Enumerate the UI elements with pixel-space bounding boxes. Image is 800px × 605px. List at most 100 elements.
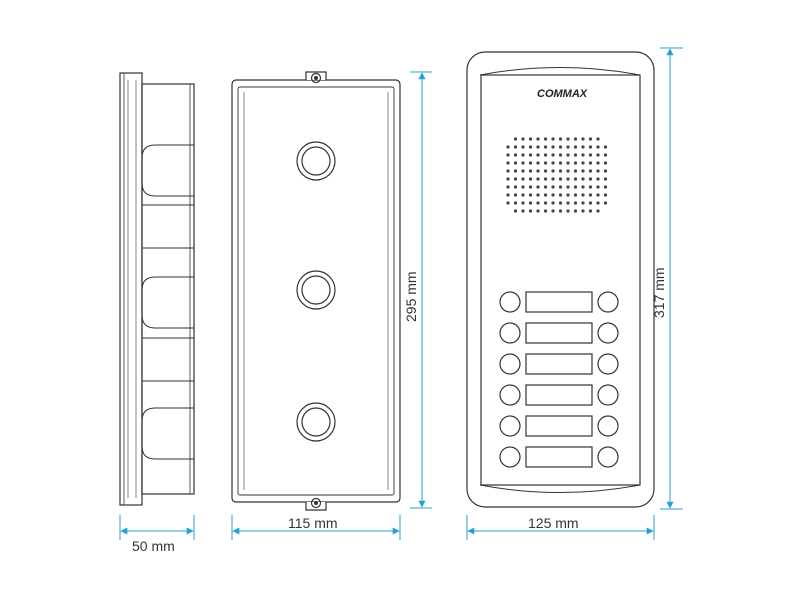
grille-hole: [513, 193, 518, 197]
grille-hole: [558, 193, 563, 197]
grille-hole: [536, 193, 540, 197]
grille-hole: [558, 153, 563, 157]
grille-hole: [513, 209, 518, 213]
grille-hole: [513, 153, 518, 157]
call-button-right: [597, 353, 619, 375]
grille-hole: [573, 161, 578, 165]
grille-hole: [581, 153, 585, 157]
grille-hole: [513, 145, 518, 149]
call-button-right: [597, 291, 619, 313]
side-view: [119, 72, 195, 506]
grille-hole: [551, 209, 555, 213]
grille-hole: [536, 161, 540, 165]
grille-hole: [566, 145, 570, 149]
grille-hole: [573, 193, 578, 197]
call-button-right: [597, 446, 619, 468]
panel-outer: [466, 51, 655, 508]
grille-hole: [558, 209, 563, 213]
grille-hole: [588, 137, 593, 141]
grille-hole: [521, 209, 525, 213]
name-plate: [525, 353, 593, 375]
grille-hole: [588, 177, 593, 181]
grille-hole: [543, 193, 548, 197]
grille-hole: [596, 153, 600, 157]
name-plate: [525, 446, 593, 468]
grille-hole: [513, 201, 518, 205]
speaker-grille: [506, 137, 608, 213]
call-button-left: [499, 322, 521, 344]
panel-height-label: 317 mm: [651, 267, 667, 318]
grille-hole: [588, 153, 593, 157]
name-plate: [525, 415, 593, 437]
grille-hole: [528, 161, 533, 165]
back-box-outer: [231, 79, 401, 503]
front-panel-view: [466, 51, 655, 508]
grille-hole: [588, 169, 593, 173]
grille-hole: [573, 185, 578, 189]
grille-hole: [588, 161, 593, 165]
grille-hole: [521, 201, 525, 205]
back-box-inner: [237, 86, 395, 496]
grille-hole: [566, 177, 570, 181]
grille-hole: [513, 185, 518, 189]
grille-hole: [596, 201, 600, 205]
grille-hole: [521, 145, 525, 149]
grille-hole: [603, 145, 608, 149]
grille-hole: [543, 201, 548, 205]
grille-hole: [513, 169, 518, 173]
grille-hole: [551, 201, 555, 205]
grille-hole: [558, 177, 563, 181]
grille-hole: [536, 145, 540, 149]
name-plate: [525, 384, 593, 406]
grille-hole: [581, 137, 585, 141]
name-plate: [525, 322, 593, 344]
grille-hole: [588, 193, 593, 197]
grille-hole: [551, 153, 555, 157]
grille-hole: [551, 177, 555, 181]
grille-hole: [558, 185, 563, 189]
grille-hole: [581, 209, 585, 213]
grille-hole: [596, 145, 600, 149]
grille-hole: [581, 177, 585, 181]
dimension-lines: [119, 47, 683, 540]
box-height-label: 295 mm: [403, 271, 419, 322]
call-button-left: [499, 291, 521, 313]
grille-hole: [506, 185, 510, 189]
grille-hole: [603, 185, 608, 189]
call-button-right: [597, 415, 619, 437]
back-box-bottom-tab: [305, 497, 327, 511]
brand-logo: COMMAX: [537, 88, 588, 100]
grille-hole: [558, 169, 563, 173]
call-button-right: [597, 384, 619, 406]
grille-hole: [573, 177, 578, 181]
back-box-view: [231, 71, 401, 511]
grille-hole: [543, 145, 548, 149]
grille-hole: [566, 201, 570, 205]
grille-hole: [536, 177, 540, 181]
grille-hole: [566, 185, 570, 189]
grille-hole: [581, 161, 585, 165]
grille-hole: [528, 145, 533, 149]
grille-hole: [536, 209, 540, 213]
grille-hole: [566, 193, 570, 197]
call-button-left: [499, 415, 521, 437]
side-view-knockouts: [141, 144, 194, 460]
grille-hole: [513, 161, 518, 165]
grille-hole: [596, 161, 600, 165]
grille-hole: [536, 185, 540, 189]
grille-hole: [581, 185, 585, 189]
grille-hole: [543, 153, 548, 157]
grille-hole: [603, 201, 608, 205]
grille-hole: [558, 201, 563, 205]
grille-hole: [551, 137, 555, 141]
grille-hole: [581, 169, 585, 173]
grille-hole: [528, 201, 533, 205]
grille-hole: [528, 209, 533, 213]
grille-hole: [543, 209, 548, 213]
grille-hole: [551, 185, 555, 189]
grille-hole: [566, 153, 570, 157]
grille-hole: [528, 193, 533, 197]
grille-hole: [603, 193, 608, 197]
